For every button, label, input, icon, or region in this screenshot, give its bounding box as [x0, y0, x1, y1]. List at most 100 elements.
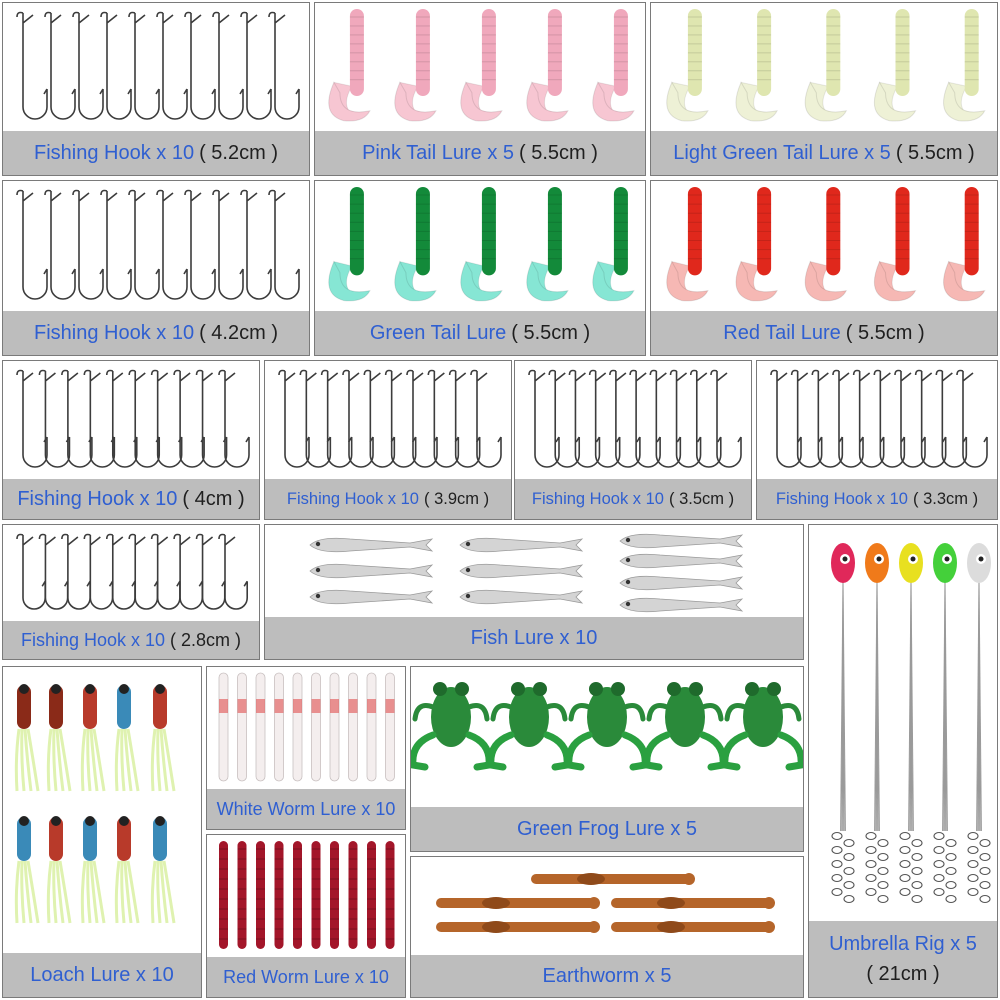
tail-lure-icon [735, 9, 779, 122]
loach-lure-icon [14, 684, 40, 792]
product-name: Umbrella Rig x 5 [829, 933, 977, 955]
frog-lure-icon [487, 682, 571, 771]
worm-lure-icon [311, 672, 321, 782]
product-caption: Fishing Hook x 10 ( 5.2cm ) [3, 131, 309, 175]
product-cell-hook-52: Fishing Hook x 10 ( 5.2cm ) [2, 2, 310, 176]
fish-lure-image [265, 525, 803, 617]
product-size: ( 5.5cm ) [511, 321, 591, 344]
product-caption: Green Tail Lure ( 5.5cm ) [315, 311, 645, 355]
earthworm-image [411, 857, 803, 955]
product-cell-pink-tail-lure: Pink Tail Lure x 5 ( 5.5cm ) [314, 2, 646, 176]
fishing-hook-icon [184, 189, 216, 300]
loach-lure-icon [80, 684, 106, 792]
fishing-hook-icon [448, 369, 481, 468]
fishing-hook-icon [894, 369, 926, 468]
fish-lure-icon [309, 563, 434, 579]
tail-lure-icon [666, 187, 709, 302]
fishing-hook-icon [128, 533, 159, 610]
tail-lure-icon [460, 187, 503, 302]
worm-lure-icon [330, 841, 339, 949]
product-size: ( 3.5cm ) [668, 489, 735, 508]
white-worm-lure-image [207, 667, 405, 789]
fishing-hook-icon [184, 11, 216, 120]
fishing-hook-icon [609, 369, 641, 468]
product-name: Light Green Tail Lure x 5 [673, 141, 891, 164]
worm-lure-icon [366, 672, 377, 782]
fishing-hook-icon [150, 369, 183, 468]
product-name: Green Tail Lure [369, 321, 507, 344]
fish-lure-icon [619, 597, 744, 613]
fish-lure-icon [459, 563, 584, 579]
fish-lure-icon [459, 537, 584, 553]
fishing-hook-icon [212, 11, 244, 120]
fishing-hook-icon [156, 11, 188, 120]
fish-lure-icon [619, 575, 744, 591]
green-frog-lure-image [411, 667, 803, 807]
worm-lure-icon [385, 841, 395, 949]
product-cell-umbrella-rig: Umbrella Rig x 5 ( 21cm ) [808, 524, 998, 998]
fishing-hook-icon [299, 369, 332, 468]
tail-lure-icon [943, 9, 986, 122]
product-cell-red-worm-lure: Red Worm Lure x 10 [206, 834, 406, 998]
fishing-hook-icon [128, 189, 160, 300]
fishing-hook-icon [150, 533, 181, 610]
fishing-hook-icon [61, 533, 91, 610]
tail-lure-icon [526, 9, 569, 122]
fishing-hook-icon [61, 369, 93, 468]
fishing-hook-icon [83, 369, 116, 468]
loach-lure-icon [114, 684, 140, 792]
product-caption: Red Tail Lure ( 5.5cm ) [651, 311, 997, 355]
product-name: Loach Lure x 10 [30, 963, 174, 986]
product-cell-hook-35: Fishing Hook x 10 ( 3.5cm ) [514, 360, 752, 520]
product-size: ( 5.2cm ) [199, 141, 278, 164]
worm-lure-icon [329, 672, 340, 782]
product-caption: Fish Lure x 10 [265, 617, 803, 659]
worm-lure-icon [611, 897, 775, 909]
product-cell-hook-39: Fishing Hook x 10 ( 3.9cm ) [264, 360, 512, 520]
loach-lure-icon [14, 816, 40, 924]
fishing-hook-icon [128, 369, 161, 468]
worm-lure-icon [531, 873, 695, 885]
product-name: White Worm Lure x 10 [216, 798, 396, 819]
umbrella-rig-icon [899, 543, 923, 904]
frog-lure-icon [721, 682, 803, 771]
fishing-hook-icon [384, 369, 417, 468]
product-caption: Loach Lure x 10 [3, 953, 201, 997]
worm-lure-icon [367, 841, 376, 949]
worm-lure-icon [348, 841, 358, 949]
fishing-hook-icon [195, 369, 228, 468]
red-tail-lure-image [651, 181, 997, 311]
tail-lure-icon [592, 187, 635, 302]
fishing-hook-image [3, 525, 259, 621]
product-size: ( 4cm ) [182, 487, 245, 510]
fishing-hook-icon [427, 369, 460, 468]
product-caption: Fishing Hook x 10 ( 4cm ) [3, 479, 259, 519]
fishing-hook-icon [278, 369, 310, 468]
fishing-hook-icon [669, 369, 702, 468]
worm-lure-icon [219, 841, 228, 949]
fishing-hook-icon [16, 189, 48, 300]
worm-lure-icon [311, 841, 321, 949]
worm-lure-icon [274, 841, 284, 949]
fishing-hook-icon [832, 369, 864, 468]
product-name: Pink Tail Lure x 5 [362, 141, 515, 164]
worm-lure-icon [237, 672, 247, 782]
fishing-hook-image [515, 361, 751, 479]
product-name: Fishing Hook x 10 [17, 487, 178, 510]
product-size: ( 2.8cm ) [170, 629, 242, 650]
pink-tail-lure-image [315, 3, 645, 131]
worm-lure-icon [436, 897, 600, 909]
umbrella-rig-icon [967, 543, 991, 904]
loach-lure-icon [80, 816, 106, 924]
fishing-hook-image [3, 181, 309, 311]
product-name: Fishing Hook x 10 [34, 141, 195, 164]
product-size: ( 3.3cm ) [912, 489, 979, 508]
tail-lure-icon [873, 9, 917, 122]
fishing-hook-icon [689, 369, 722, 468]
product-caption: Fishing Hook x 10 ( 2.8cm ) [3, 621, 259, 659]
tail-lure-icon [328, 187, 371, 302]
product-cell-green-frog-lure: Green Frog Lure x 5 [410, 666, 804, 852]
fishing-hook-image [265, 361, 511, 479]
loach-lure-icon [150, 684, 176, 792]
fishing-hook-icon [44, 189, 76, 300]
